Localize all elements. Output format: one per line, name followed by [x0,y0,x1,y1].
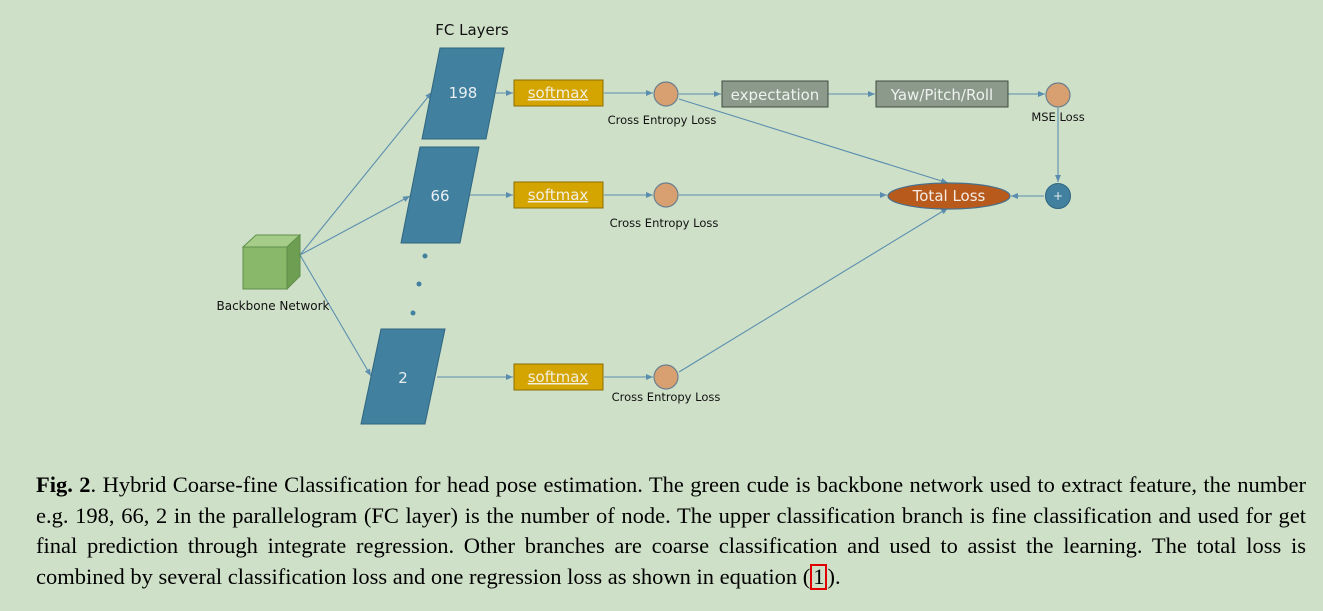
mse-loss-label: MSE Loss [1031,110,1084,124]
ellipsis-dots [410,253,428,316]
softmax-label-1: softmax [528,84,589,102]
softmax-label-3: softmax [528,368,589,386]
fc-layer-66-label: 66 [430,187,449,205]
edge-backbone-fc198 [299,91,433,256]
edge-backbone-fc2 [299,254,372,377]
ce-loss-node-1 [653,81,679,107]
caption-end: ). [827,563,841,589]
ce-loss-node-3 [653,364,679,390]
figure-label: Fig. 2 [36,472,91,497]
plus-label: + [1053,189,1063,203]
softmax-box-2 [513,181,604,209]
mse-loss-node [1045,82,1071,108]
fc-layer-66 [400,146,480,244]
ypr-box [875,80,1009,108]
ypr-label: Yaw/Pitch/Roll [890,86,993,104]
fc-layer-2 [360,328,446,425]
fc-layers-title: FC Layers [435,21,509,39]
softmax-label-2: softmax [528,186,589,204]
plus-node [1045,183,1071,209]
fc-layer-198-label: 198 [449,84,478,102]
softmax-box-3 [513,363,604,391]
caption-text: . Hybrid Coarse-fine Classification for … [36,472,1307,589]
equation-ref-link[interactable]: 1 [810,563,828,590]
total-loss-label: Total Loss [912,187,986,205]
connectors [299,90,1061,380]
expectation-label: expectation [731,86,820,104]
fc-layer-198 [421,47,505,140]
softmax-box-1 [513,79,604,107]
ce-loss-label-1: Cross Entropy Loss [608,113,717,127]
edge-backbone-fc66 [299,195,411,256]
expectation-box [721,80,829,108]
ce-loss-node-2 [653,182,679,208]
edge-ce1-total [678,98,949,184]
backbone-label: Backbone Network [217,299,330,313]
backbone-cube-icon [241,233,302,291]
ce-loss-label-2: Cross Entropy Loss [610,216,719,230]
total-loss-node [887,182,1011,210]
architecture-diagram: Backbone Network FC Layers 198 66 2 soft… [217,21,1085,425]
edge-ce3-total [678,207,949,373]
fc-layer-2-label: 2 [398,369,408,387]
ce-loss-label-3: Cross Entropy Loss [612,390,721,404]
figure-caption: Fig. 2. Hybrid Coarse-fine Classificatio… [36,470,1306,592]
